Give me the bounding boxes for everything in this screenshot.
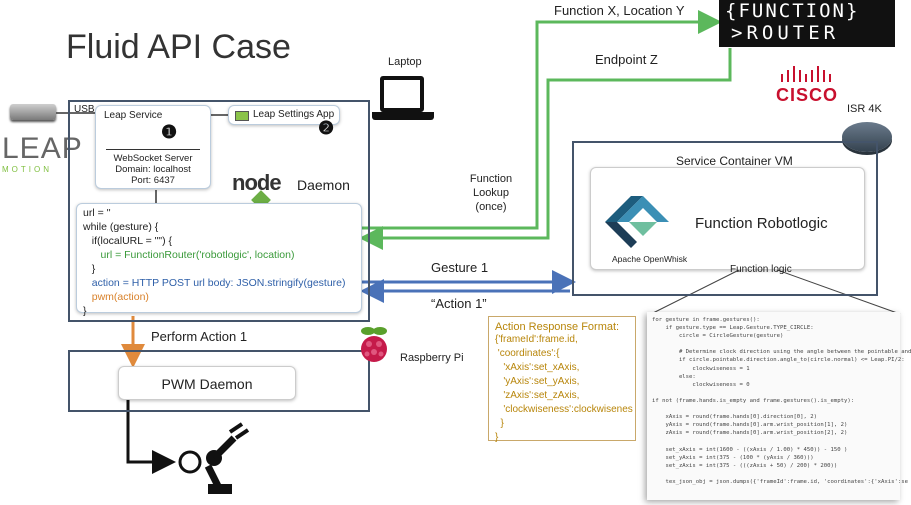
snippet-line: # Determine clock direction using the an… bbox=[652, 349, 911, 356]
pwm-daemon-label: PWM Daemon bbox=[161, 376, 253, 392]
snippet-line: clockwiseness = 0 bbox=[652, 381, 750, 388]
function-request-line bbox=[357, 10, 722, 230]
badge-2: ❷ bbox=[318, 118, 335, 138]
snippet-line bbox=[652, 340, 895, 348]
function-router-logo: {FUNCTION} >ROUTER bbox=[719, 0, 895, 47]
daemon-code-line: action = HTTP POST url body: JSON.string… bbox=[83, 277, 346, 289]
isr-label: ISR 4K bbox=[847, 103, 882, 115]
function-lookup-label: Function Lookup (once) bbox=[466, 172, 516, 214]
daemon-code-line: while (gesture) { bbox=[83, 221, 159, 233]
leap-service-label: Leap Service bbox=[104, 110, 163, 121]
leap-settings-label: Leap Settings App bbox=[253, 109, 335, 120]
snippet-line: circle = CircleGesture(gesture) bbox=[652, 333, 784, 340]
function-xy-label: Function X, Location Y bbox=[554, 3, 685, 18]
raspberry-label: Raspberry Pi bbox=[400, 352, 464, 364]
cisco-bars-icon bbox=[779, 64, 833, 84]
snippet-line: else: bbox=[652, 373, 696, 380]
daemon-code-line: } bbox=[83, 305, 87, 317]
function-lookup-line-1: Lookup bbox=[472, 187, 510, 199]
arm-line bbox=[126, 400, 176, 474]
response-format-line: 'zAxis':set_zAxis, bbox=[495, 390, 580, 401]
connector-layer bbox=[52, 10, 901, 474]
daemon-code-line: } bbox=[83, 263, 96, 275]
function-router-line1: {FUNCTION} bbox=[725, 0, 860, 22]
response-format-line: 'coordinates':{ bbox=[495, 348, 560, 359]
logic-line-left bbox=[650, 261, 756, 315]
action-label: “Action 1” bbox=[431, 296, 487, 311]
daemon-code-line: url = FunctionRouter('robotlogic', locat… bbox=[83, 249, 295, 261]
openwhisk-box bbox=[590, 167, 865, 270]
response-format-line: {'frameId':frame.id, bbox=[495, 334, 578, 345]
robotlogic-label: Function Robotlogic bbox=[695, 215, 828, 232]
pwm-daemon-box: PWM Daemon bbox=[118, 366, 296, 400]
snippet-line: yAxis = round(frame.hands[0].arm.wrist_p… bbox=[652, 422, 848, 429]
gesture-label: Gesture 1 bbox=[431, 260, 489, 275]
daemon-code-box: url = '' while (gesture) { if(localURL = … bbox=[76, 203, 362, 317]
snippet-line: set_xAxis = int(1600 - ((xAxis / 1.00) *… bbox=[652, 446, 848, 453]
daemon-label: Daemon bbox=[297, 177, 350, 193]
page-title: Fluid API Case bbox=[66, 28, 291, 66]
openwhisk-label: Apache OpenWhisk bbox=[612, 254, 688, 264]
snippet-line: tex_json_obj = json.dumps({'frameId':fra… bbox=[652, 478, 908, 485]
perform-label: Perform Action 1 bbox=[151, 329, 248, 344]
snippet-line: for gesture in frame.gestures(): bbox=[652, 317, 760, 323]
function-lookup-line-0: Function bbox=[469, 173, 513, 185]
ws-line-0: WebSocket Server bbox=[113, 153, 193, 164]
snippet-line bbox=[652, 437, 895, 445]
response-format-line: 'clockwiseness':clockwisenes bbox=[495, 404, 633, 415]
leap-settings-icon bbox=[235, 111, 249, 121]
snippet-line: set_zAxis = int(375 - (((zAxis + 50) / 2… bbox=[652, 462, 838, 469]
snippet-line: clockwiseness = 1 bbox=[652, 365, 750, 372]
cisco-label: CISCO bbox=[776, 85, 839, 105]
snippet-line: set_yAxis = int(375 - (100 * (yAxis / 36… bbox=[652, 454, 814, 461]
robot-arm-icon bbox=[174, 418, 254, 505]
leap-settings-box[interactable]: Leap Settings App bbox=[228, 105, 340, 125]
raspberry-icon bbox=[357, 325, 391, 368]
snippet-lines: for gesture in frame.gestures(): if gest… bbox=[647, 312, 911, 490]
response-format-line: } bbox=[495, 432, 499, 443]
badge-1: ❶ bbox=[161, 122, 178, 142]
daemon-code-lines: url = '' while (gesture) { if(localURL = … bbox=[83, 206, 355, 318]
service-vm-label: Service Container VM bbox=[676, 154, 793, 168]
response-format-heading: Action Response Format: bbox=[495, 321, 620, 333]
snippet-line: zAxis = round(frame.hands[0].arm.wrist_p… bbox=[652, 430, 848, 437]
service-vm-box bbox=[572, 141, 878, 296]
ws-line-2: Port: 6437 bbox=[131, 175, 175, 186]
daemon-code-line: if(localURL = "") { bbox=[83, 235, 173, 247]
leap-logo-small: MOTION bbox=[2, 165, 52, 174]
laptop-icon bbox=[372, 76, 434, 120]
daemon-code-line: pwm(action) bbox=[83, 291, 149, 303]
response-format-lines: {'frameId':frame.id, 'coordinates':{ 'xA… bbox=[495, 333, 633, 445]
snippet-line bbox=[652, 389, 895, 397]
node-logo: node bbox=[232, 170, 282, 195]
snippet-line bbox=[652, 405, 895, 413]
response-format-line: } bbox=[495, 418, 504, 429]
function-return-line bbox=[359, 48, 732, 250]
snippet-line: if not (frame.hands.is_empty and frame.g… bbox=[652, 397, 855, 404]
snippet-line: xAxis = round(frame.hands[0].direction[0… bbox=[652, 414, 818, 421]
raspberry-box bbox=[68, 350, 370, 412]
leap-device-icon bbox=[10, 104, 56, 120]
ws-line-1: Domain: localhost bbox=[115, 164, 191, 175]
function-logic-snippet: for gesture in frame.gestures(): if gest… bbox=[647, 312, 911, 500]
laptop-box bbox=[68, 100, 370, 322]
function-lookup-line-2: (once) bbox=[475, 201, 507, 213]
laptop-label: Laptop bbox=[388, 56, 422, 68]
router-icon bbox=[842, 122, 892, 152]
response-format-line: 'yAxis':set_yAxis, bbox=[495, 376, 580, 387]
response-format-box: Action Response Format: {'frameId':frame… bbox=[488, 316, 636, 443]
leap-service-box: Leap Service WebSocket Server Domain: lo… bbox=[95, 105, 211, 189]
openwhisk-icon bbox=[605, 196, 669, 253]
endpoint-label: Endpoint Z bbox=[595, 52, 658, 67]
snippet-line: if gesture.type == Leap.Gesture.TYPE_CIR… bbox=[652, 325, 814, 332]
snippet-line: if circle.pointable.direction.angle_to(c… bbox=[652, 357, 905, 364]
snippet-line bbox=[652, 470, 895, 478]
response-format-line: 'xAxis':set_xAxis, bbox=[495, 362, 580, 373]
function-router-line2: >ROUTER bbox=[731, 22, 840, 44]
function-logic-label: Function logic bbox=[730, 264, 792, 275]
daemon-code-line: url = '' bbox=[83, 207, 111, 219]
usb-label: USB bbox=[74, 104, 95, 115]
logic-line-right bbox=[754, 261, 901, 315]
ws-divider bbox=[106, 149, 200, 150]
